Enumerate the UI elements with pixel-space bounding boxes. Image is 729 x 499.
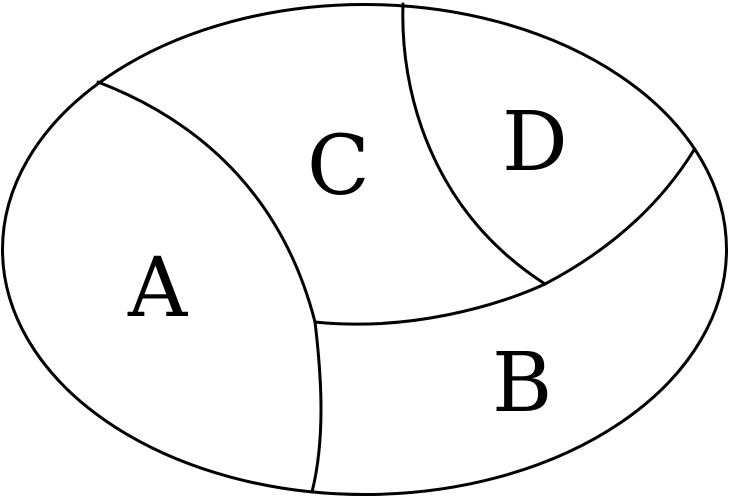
- curve-c-d-boundary: [401, 2, 547, 286]
- region-label-c: C: [307, 119, 370, 214]
- curve-a-b-boundary: [310, 320, 323, 494]
- curve-c-b-boundary: [313, 282, 547, 326]
- region-label-a: A: [127, 241, 189, 336]
- outer-ellipse: [1, 3, 728, 496]
- region-label-b: B: [492, 336, 552, 431]
- curve-a-c-boundary: [96, 80, 317, 324]
- region-label-d: D: [502, 95, 568, 190]
- curve-d-b-boundary: [543, 148, 696, 286]
